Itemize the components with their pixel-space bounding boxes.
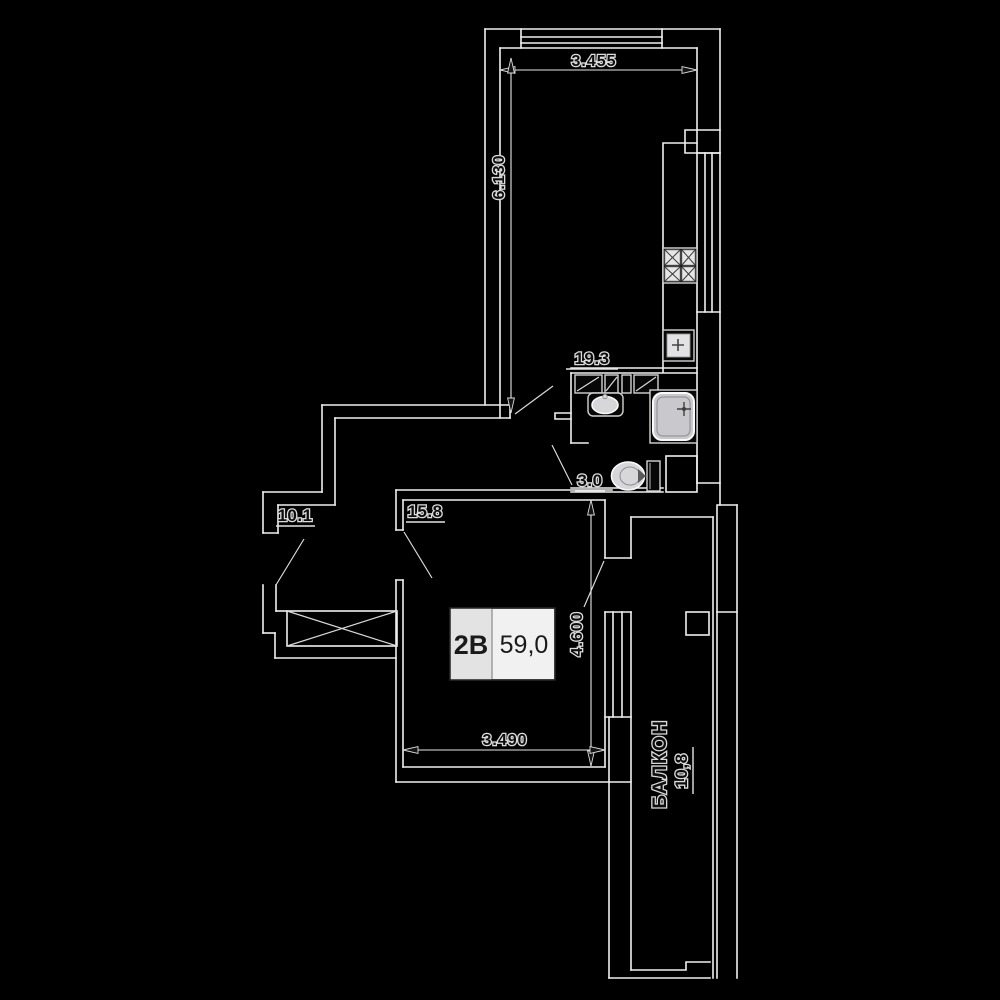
wall-bathroom-top — [570, 367, 698, 374]
dimension-bedroom-height: 4.600 — [568, 499, 595, 767]
balcony-door-leaf — [583, 560, 605, 608]
wall-pier-balcony — [716, 504, 738, 613]
dim-bedroom-width-value: 3.490 — [482, 732, 527, 749]
walls — [262, 28, 738, 979]
balcony-door-window-frames — [604, 557, 632, 718]
washing-machine-cabinets — [574, 374, 659, 394]
dimension-bedroom-width: 3.490 — [402, 731, 606, 757]
room-area-bedroom: 15.8 — [407, 502, 442, 521]
toilet — [610, 460, 661, 492]
washbasin — [587, 392, 624, 417]
doors — [275, 385, 605, 608]
dimension-top-width: 3.455 — [499, 52, 698, 77]
room-area-kitchen-living: 19.3 — [574, 349, 609, 368]
bedroom-door-leaf — [403, 531, 433, 579]
kitchen-window-right — [696, 152, 721, 313]
kitchen-window-top — [520, 28, 663, 49]
wardrobe-box — [286, 610, 398, 647]
bedroom-balcony-window-glazing — [612, 611, 623, 718]
dim-left-height-value: 6.130 — [491, 154, 508, 199]
dimension-left-height: 6.130 — [490, 57, 515, 414]
stove — [662, 247, 698, 284]
bedroom-door-frames — [395, 529, 404, 581]
balcony-column — [685, 611, 710, 636]
kitchen-door-leaf — [514, 385, 554, 415]
unit-label-box: 2В 59,0 — [449, 607, 556, 681]
entrance-door-leaf — [275, 538, 305, 586]
room-area-bathroom: 3.0 — [577, 471, 602, 490]
dim-bedroom-height-value: 4.600 — [569, 611, 586, 656]
dim-top-width-value: 3.455 — [571, 53, 616, 70]
room-area-balcony: 10,8 — [672, 753, 691, 788]
wall-balcony-bottom — [608, 961, 711, 979]
unit-total-area: 59,0 — [500, 631, 549, 659]
shower — [649, 389, 698, 444]
room-area-hallway: 10.1 — [277, 506, 312, 525]
kitchen-sink — [662, 329, 695, 362]
vent-shaft — [665, 455, 698, 493]
room-labels: 19.3 3.0 10.1 15.8 БАЛКОН 10,8 — [276, 348, 694, 810]
wall-bathroom-notch — [554, 412, 572, 420]
wall-pier-top-right — [684, 129, 721, 154]
unit-type: 2В — [454, 630, 489, 660]
room-label-balcony: БАЛКОН — [650, 719, 671, 808]
bathroom-door-leaf — [551, 444, 573, 486]
